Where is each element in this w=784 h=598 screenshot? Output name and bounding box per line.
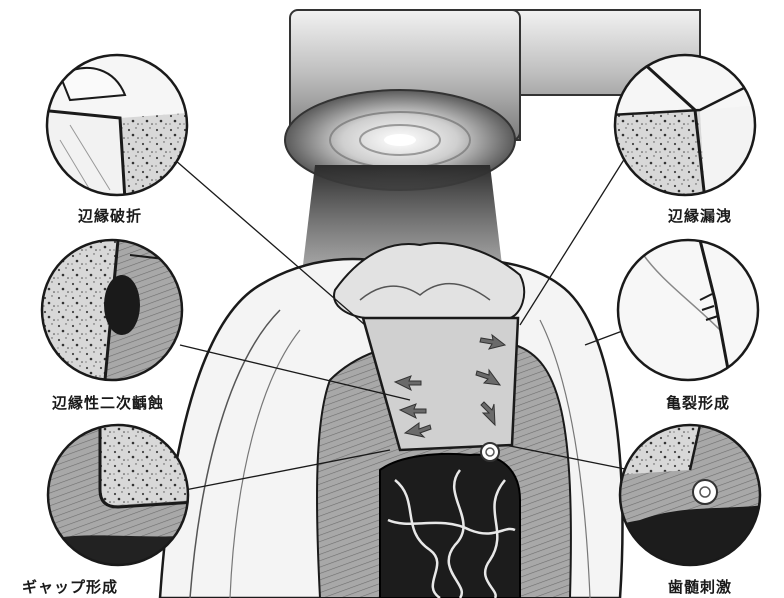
label-crack-formation: 亀裂形成 <box>666 392 730 413</box>
pulp-irritation-spot <box>481 443 499 461</box>
zoom-secondary-caries <box>40 240 190 380</box>
pulp <box>380 454 520 598</box>
label-marginal-leakage: 辺縁漏洩 <box>668 205 732 226</box>
label-marginal-fracture: 辺縁破折 <box>78 205 142 226</box>
zoom-pulp-irritation <box>615 425 765 565</box>
label-secondary-caries: 辺縁性二次齲蝕 <box>52 392 164 413</box>
zoom-crack-formation <box>615 240 765 380</box>
label-gap-formation: ギャップ形成 <box>22 576 118 597</box>
tooth <box>160 243 623 598</box>
zoom-marginal-fracture <box>40 50 200 200</box>
label-pulp-irritation: 歯髄刺激 <box>668 576 732 597</box>
